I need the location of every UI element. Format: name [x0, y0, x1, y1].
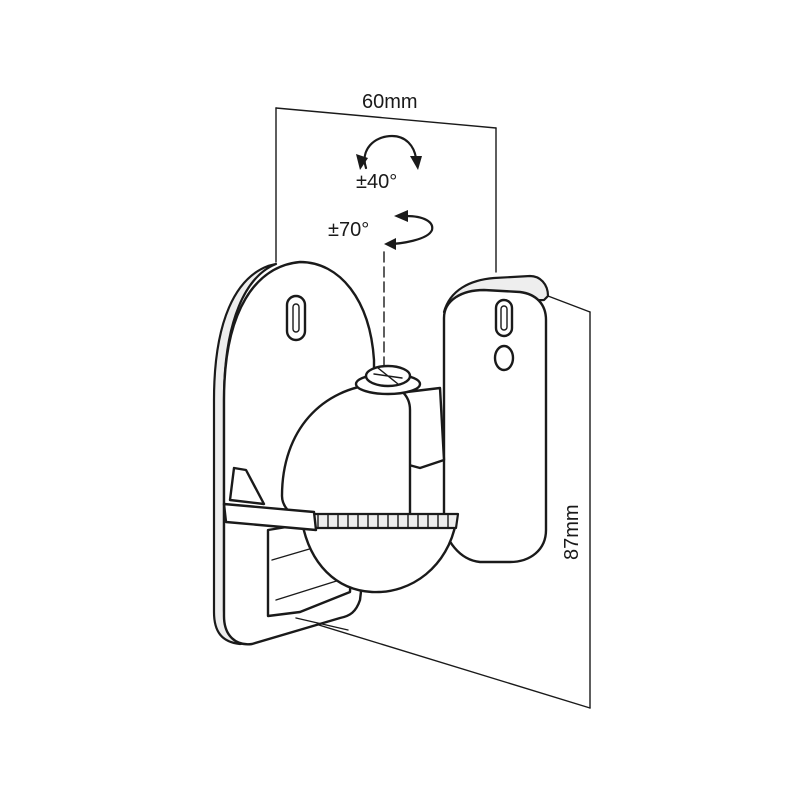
swivel-rotation-arrow-icon	[384, 210, 434, 250]
top-bolt	[354, 364, 422, 396]
tilt-lever	[222, 466, 318, 532]
width-dimension: 60mm	[275, 91, 497, 273]
speaker-bracket-slot	[494, 298, 514, 338]
width-dimension-line	[275, 107, 497, 129]
ball-toothed-ring	[298, 512, 460, 530]
speaker-bracket-hole	[493, 344, 515, 372]
width-label: 60mm	[362, 91, 418, 113]
speaker-bracket-face	[442, 288, 548, 564]
height-dimension: 87mm	[295, 295, 591, 709]
wall-plane-bottom-line	[295, 617, 349, 631]
ball-lower-hemisphere	[300, 520, 458, 594]
height-label: 87mm	[561, 504, 583, 560]
tilt-angle-label: ±40°	[356, 171, 397, 193]
height-extension-bottom	[295, 617, 591, 709]
tilt-rotation-arrow-icon	[356, 134, 422, 170]
wall-plate-slot	[285, 294, 307, 342]
swivel-angle-label: ±70°	[328, 219, 369, 241]
height-extension-top	[547, 295, 591, 313]
